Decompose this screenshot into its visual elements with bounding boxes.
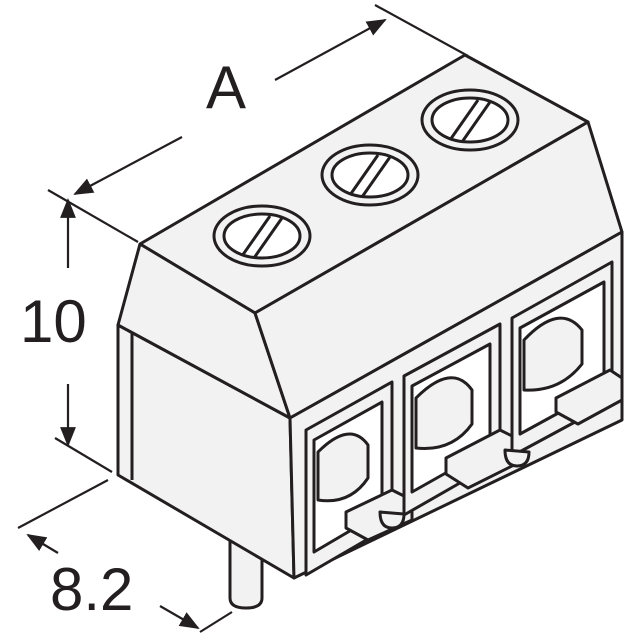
terminal-block-body bbox=[118, 55, 622, 608]
bottom-foot bbox=[380, 512, 404, 528]
clamp-cell bbox=[404, 324, 520, 515]
dimension-label-a: A bbox=[206, 54, 247, 121]
dim-d-line-right bbox=[160, 606, 200, 629]
dim-a-extension-right bbox=[375, 5, 468, 56]
dim-a-extension-left bbox=[48, 190, 138, 242]
screw-1 bbox=[214, 206, 310, 266]
dim-d-extension-right bbox=[200, 612, 232, 632]
dimension-label-height: 10 bbox=[20, 288, 87, 355]
bottom-foot bbox=[505, 450, 529, 466]
clamp-cell bbox=[512, 262, 622, 456]
dim-a-line-left bbox=[73, 137, 182, 194]
dimension-lines bbox=[18, 5, 468, 632]
dim-d-line-left bbox=[26, 533, 58, 553]
screw-2 bbox=[322, 145, 418, 205]
dim-d-extension-left bbox=[18, 480, 108, 528]
dim-a-line-right bbox=[275, 20, 387, 80]
screw-3 bbox=[422, 90, 518, 150]
dim-h-extension-bottom bbox=[55, 438, 112, 472]
dimension-label-depth: 8.2 bbox=[50, 556, 134, 623]
